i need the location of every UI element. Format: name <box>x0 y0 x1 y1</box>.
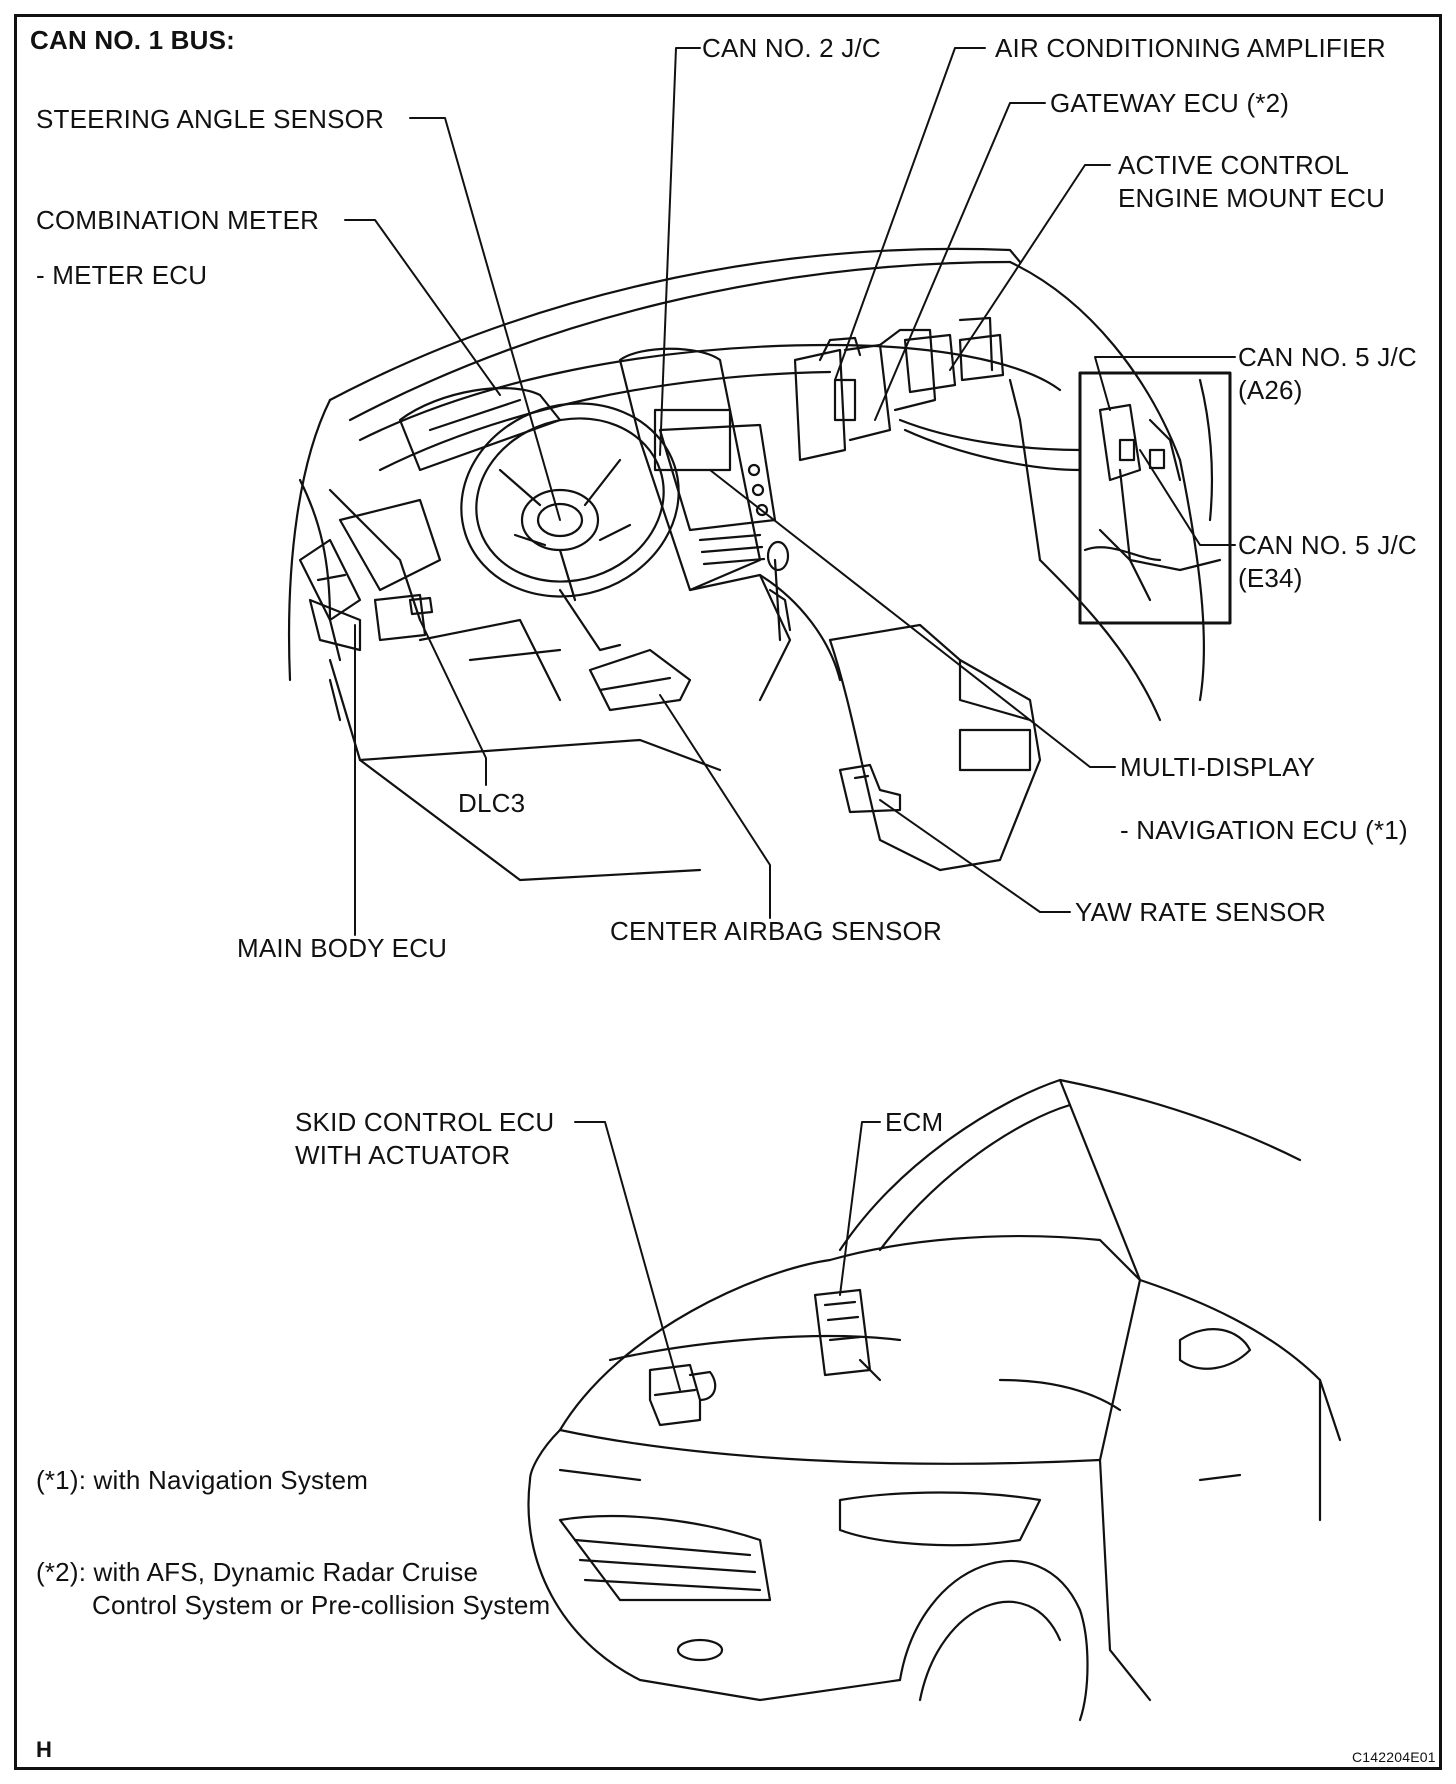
can-no5-inset-box <box>1078 371 1232 625</box>
label-a26: (A26) <box>1238 375 1303 405</box>
label-center-airbag-sensor: CENTER AIRBAG SENSOR <box>610 916 942 946</box>
diagram-title: CAN NO. 1 BUS: <box>30 25 236 55</box>
label-air-conditioning-amplifier: AIR CONDITIONING AMPLIFIER <box>995 33 1386 63</box>
label-can-no5-jc-a26: CAN NO. 5 J/C <box>1238 342 1417 372</box>
label-meter-ecu: - METER ECU <box>36 260 208 290</box>
label-multi-display: MULTI-DISPLAY <box>1120 752 1316 782</box>
label-active-control: ACTIVE CONTROL <box>1118 150 1350 180</box>
label-combination-meter: COMBINATION METER <box>36 205 320 235</box>
note-pre-collision: Control System or Pre-collision System <box>92 1590 551 1620</box>
label-skid-control-ecu: SKID CONTROL ECU <box>295 1107 555 1137</box>
label-steering-angle-sensor: STEERING ANGLE SENSOR <box>36 104 385 134</box>
figure-frame <box>14 14 1442 1770</box>
label-can-no2-jc: CAN NO. 2 J/C <box>702 33 881 63</box>
leader-lines <box>344 47 1236 1391</box>
vehicle-interior-drawing <box>287 247 1206 882</box>
label-with-actuator: WITH ACTUATOR <box>295 1140 511 1170</box>
note-afs-radar-cruise: (*2): with AFS, Dynamic Radar Cruise <box>36 1557 479 1587</box>
label-engine-mount-ecu: ENGINE MOUNT ECU <box>1118 183 1386 213</box>
label-main-body-ecu: MAIN BODY ECU <box>237 933 448 963</box>
label-dlc3: DLC3 <box>458 788 526 818</box>
vehicle-exterior-drawing <box>527 1078 1342 1722</box>
label-ecm: ECM <box>885 1107 944 1137</box>
label-yaw-rate-sensor: YAW RATE SENSOR <box>1075 897 1326 927</box>
corner-letter: H <box>36 1737 53 1762</box>
figure-code: C142204E01 <box>1352 1749 1436 1765</box>
label-gateway-ecu: GATEWAY ECU (*2) <box>1050 88 1290 118</box>
label-can-no5-jc-e34: CAN NO. 5 J/C <box>1238 530 1417 560</box>
label-navigation-ecu: - NAVIGATION ECU (*1) <box>1120 815 1408 845</box>
label-e34: (E34) <box>1238 563 1303 593</box>
note-navigation-system: (*1): with Navigation System <box>36 1465 369 1495</box>
